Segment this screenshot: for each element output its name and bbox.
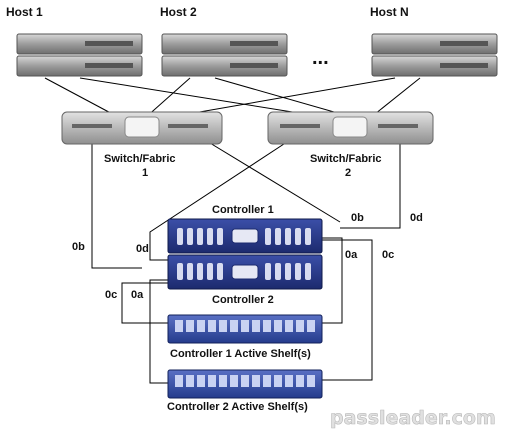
host-1-label: Host 1 [6,5,43,19]
switch-2-label-line1: Switch/Fabric [310,153,382,165]
port-0d-right-label: 0d [410,212,423,224]
shelf-1-label: Controller 1 Active Shelf(s) [170,348,311,360]
port-0c-right-label: 0c [382,249,394,261]
controller-2-active-shelf-device [167,369,323,399]
switch-fabric-2-device [267,111,434,145]
switch-fabric-1-device [61,111,223,145]
controller-1-active-shelf-device [167,314,323,344]
host-2-label: Host 2 [160,5,197,19]
port-0c-left-label: 0c [105,289,117,301]
host-n-server [371,33,498,77]
shelf-2-label: Controller 2 Active Shelf(s) [167,401,308,413]
host-n-label: Host N [370,5,409,19]
switch-2-label-line2: 2 [345,167,351,179]
controller-1-device [167,218,323,254]
switch-1-label-line1: Switch/Fabric [104,153,176,165]
host-ellipsis: ... [312,47,329,69]
controller-1-label: Controller 1 [212,204,274,216]
port-0b-right-label: 0b [351,212,364,224]
cabling [44,77,421,384]
port-0b-left-label: 0b [72,241,85,253]
port-0d-left-label: 0d [136,243,149,255]
host-1-server [16,33,143,77]
port-0a-left-label: 0a [131,289,144,301]
watermark: passleader.com [330,407,496,429]
switch-1-label-line2: 1 [142,167,148,179]
host-2-server [161,33,288,77]
controller-2-device [167,254,323,290]
port-0a-right-label: 0a [345,249,358,261]
controller-2-label: Controller 2 [212,294,274,306]
